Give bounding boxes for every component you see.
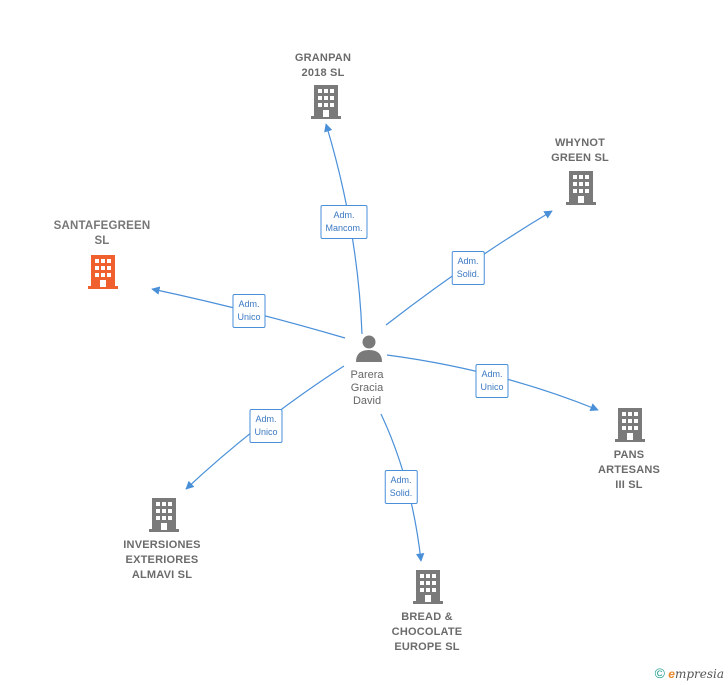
company-label: GRANPAN 2018 SL — [294, 52, 352, 79]
brand-initial: e — [668, 667, 675, 681]
building-icon — [311, 85, 341, 119]
empresia-logo[interactable]: © empresia — [655, 665, 724, 681]
person-name: Parera Gracia David — [350, 369, 384, 407]
company-label: WHYNOT GREEN SL — [551, 137, 609, 164]
building-icon — [88, 255, 118, 289]
company-label: SANTAFEGREEN SL — [53, 220, 151, 247]
building-icon — [615, 408, 645, 442]
company-label: INVERSIONES EXTERIORES ALMAVI SL — [123, 539, 201, 581]
building-icon — [566, 171, 596, 205]
relation-label-bread[interactable]: Adm. Solid. — [384, 470, 418, 504]
relation-label-granpan[interactable]: Adm. Mancom. — [320, 205, 368, 239]
relation-label-santafegreen[interactable]: Adm. Unico — [232, 294, 266, 328]
building-icon — [149, 498, 179, 532]
brand-name: mpresia — [674, 667, 724, 681]
relation-label-whynot[interactable]: Adm. Solid. — [451, 251, 485, 285]
company-label: BREAD & CHOCOLATE EUROPE SL — [391, 611, 463, 653]
person-icon — [356, 335, 382, 362]
copyright-icon: © — [654, 665, 665, 681]
relation-label-inversiones[interactable]: Adm. Unico — [249, 409, 283, 443]
building-icon — [413, 570, 443, 604]
company-label: PANS ARTESANS III SL — [597, 449, 661, 491]
relation-label-pans[interactable]: Adm. Unico — [475, 364, 509, 398]
